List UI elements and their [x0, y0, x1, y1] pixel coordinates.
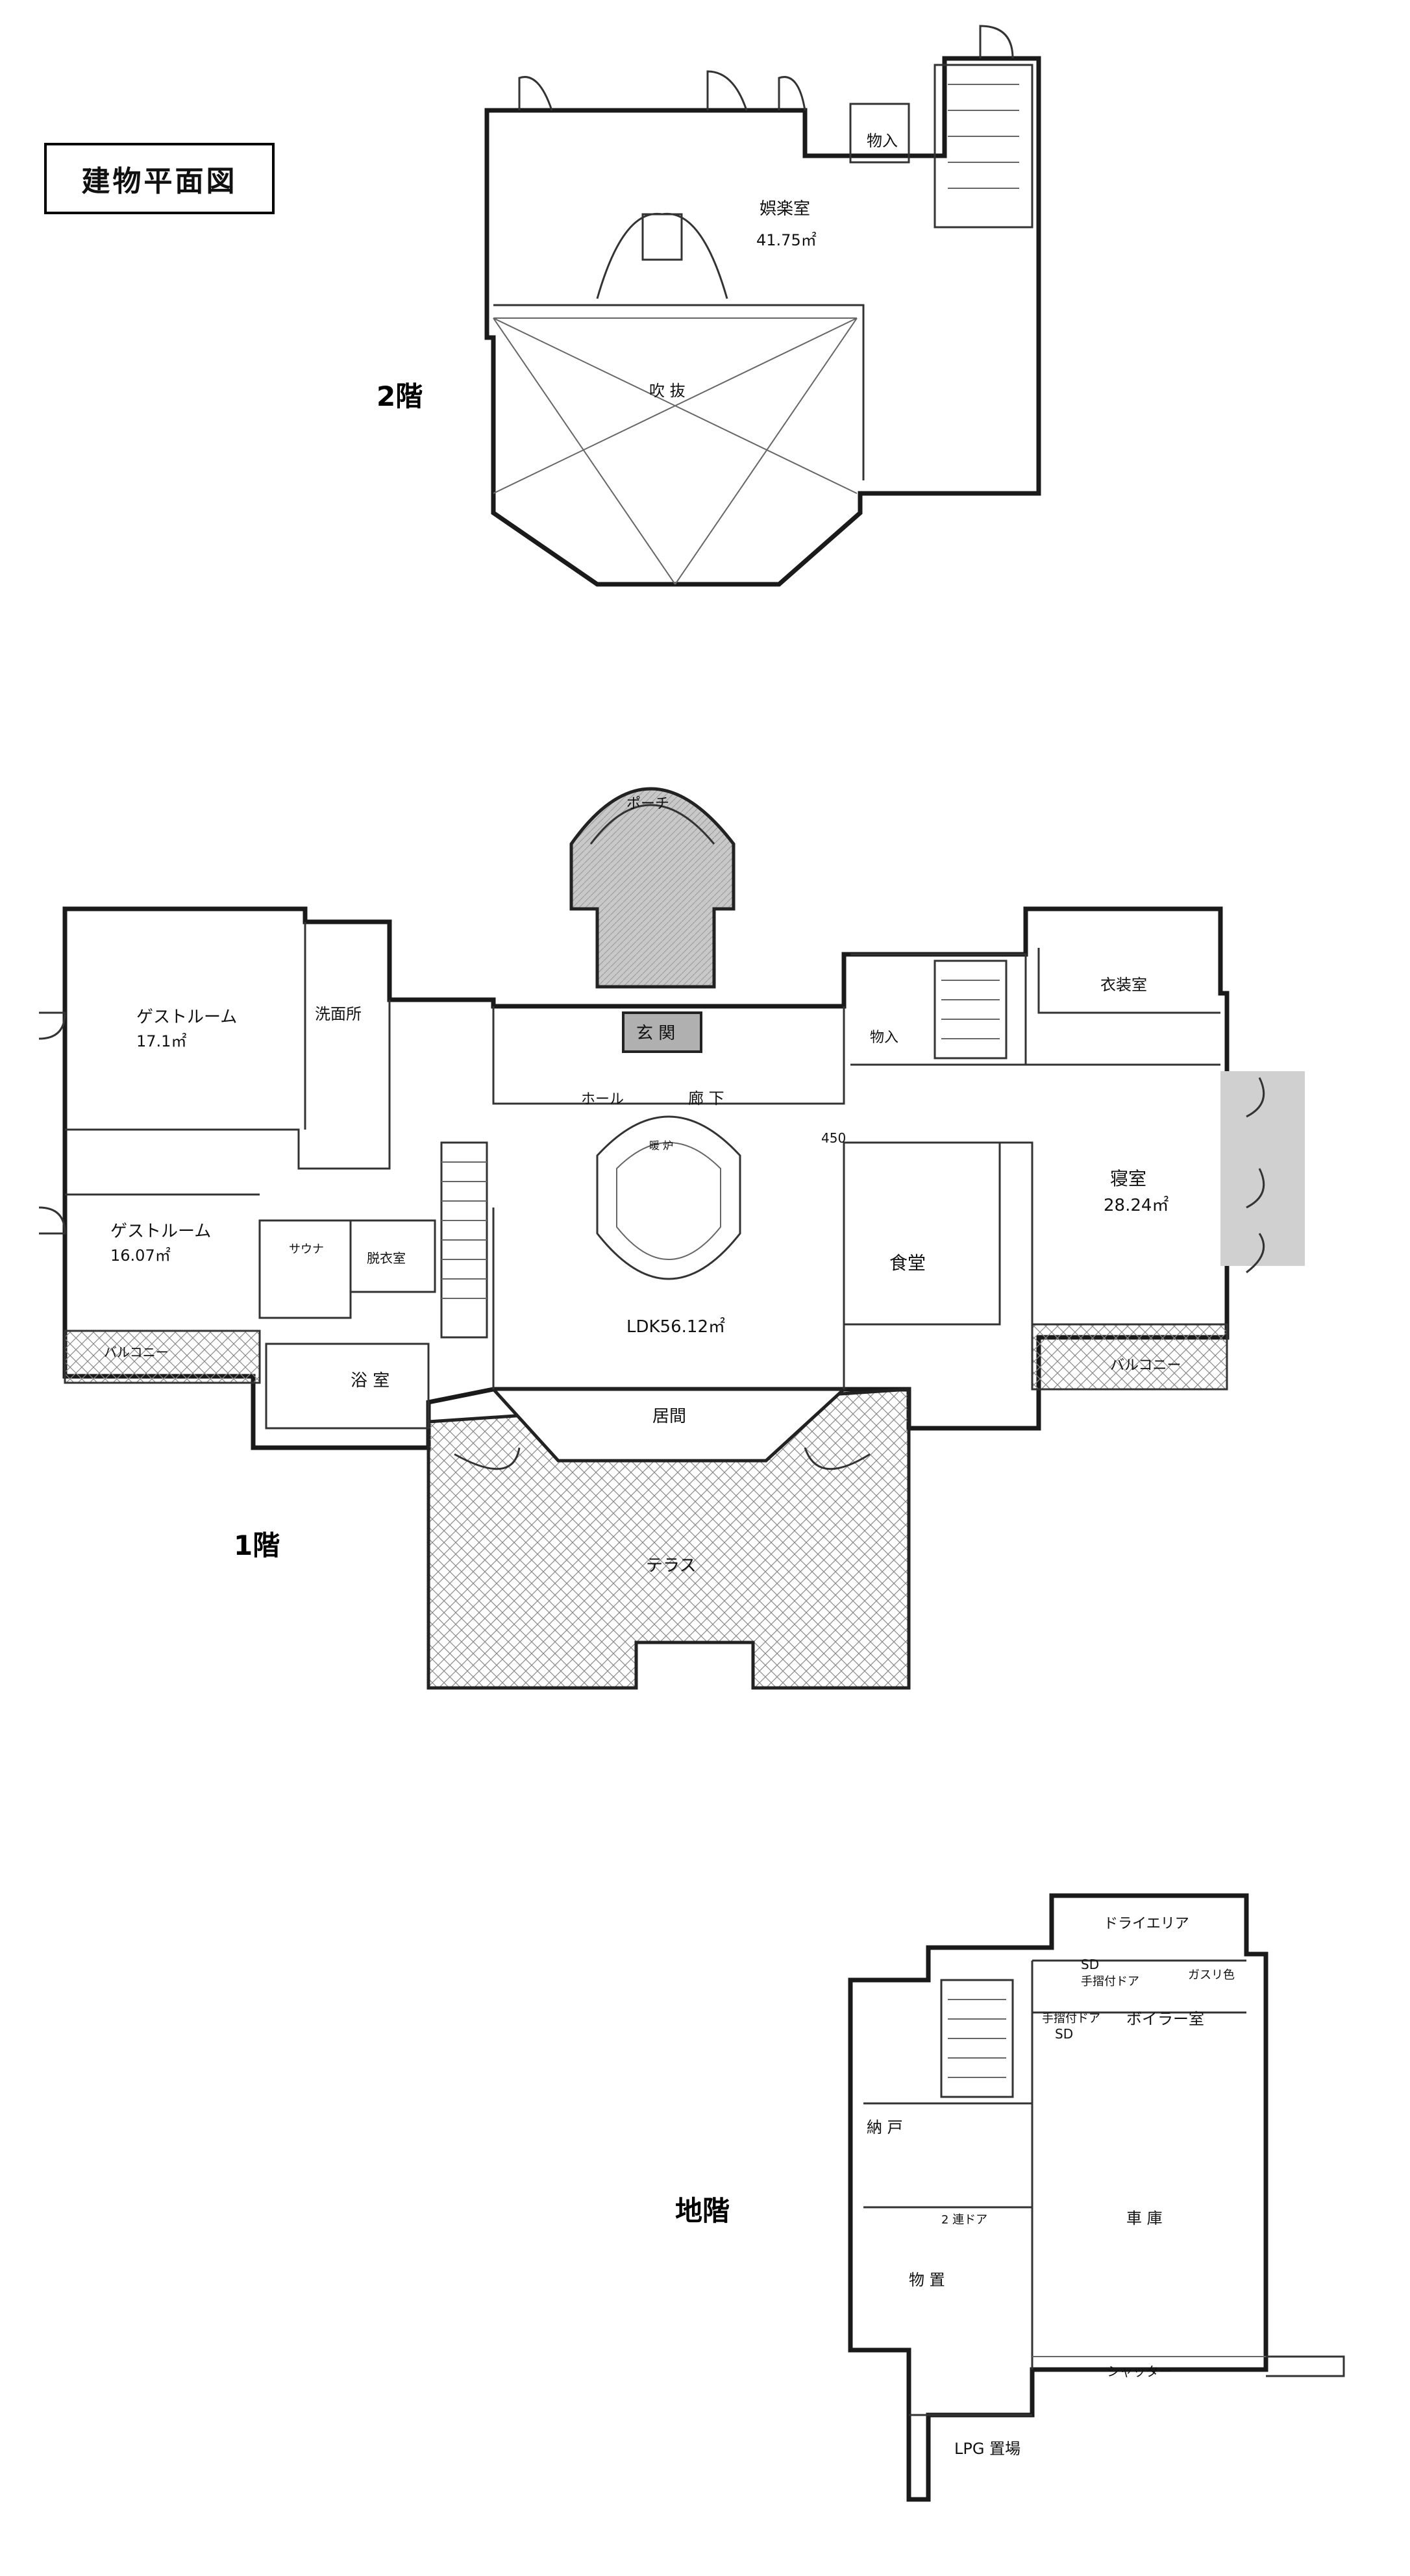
basement-floor-plan	[848, 1893, 1345, 2502]
2f-playroom-label: 娯楽室	[760, 199, 810, 219]
dining-label: 食堂	[889, 1252, 926, 1274]
dressing-room-label: 脱衣室	[367, 1250, 406, 1266]
door-note-1: 手摺付ドア	[1081, 1975, 1139, 1988]
washroom-label: 洗面所	[315, 1005, 362, 1023]
2f-void-label: 吹 抜	[649, 382, 686, 400]
corridor-label: 廊 下	[688, 1089, 724, 1108]
1f-storage-label: 物入	[870, 1030, 898, 1046]
plan-title: 建物平面図	[44, 143, 275, 214]
sd-label-2: SD	[1055, 2026, 1073, 2042]
first-floor-plan	[38, 787, 1305, 1690]
ldk-label: LDK56.12㎡	[626, 1317, 725, 1337]
balcony-left-label: バルコニー	[104, 1344, 169, 1360]
bathroom-label: 浴 室	[351, 1371, 390, 1391]
porch-label: ポーチ	[626, 796, 669, 812]
hall-label: ホール	[581, 1091, 624, 1108]
lpg-label: LPG 置場	[954, 2440, 1020, 2458]
door-note-2: 手摺付ドア	[1042, 2012, 1100, 2025]
gas-meter-label: ガスリ色	[1188, 1968, 1235, 1982]
dimension-450: 450	[821, 1130, 846, 1146]
sd-label-1: SD	[1081, 1957, 1099, 1972]
door-note-3: 2 連ドア	[941, 2213, 987, 2227]
b1-closet-label: 納 戸	[867, 2118, 903, 2136]
dry-area-label: ドライエリア	[1104, 1916, 1189, 1932]
closet-label: 衣装室	[1100, 976, 1147, 994]
living-label: 居間	[652, 1407, 686, 1426]
second-floor-plan	[484, 25, 1041, 587]
floor-label-b1: 地階	[675, 2195, 730, 2227]
bedroom-area: 28.24㎡	[1104, 1196, 1169, 1215]
2f-playroom-area: 41.75㎡	[756, 231, 817, 249]
bedroom-label: 寝室	[1110, 1168, 1146, 1189]
boiler-room-label: ボイラー室	[1126, 2010, 1204, 2028]
guest-room-1-area: 17.1㎡	[136, 1032, 186, 1050]
b1-storage-label: 物 置	[909, 2271, 945, 2289]
floor-label-1f: 1階	[234, 1530, 280, 1561]
floor-label-2f: 2階	[377, 380, 423, 412]
entrance-label: 玄 関	[636, 1024, 675, 1043]
shutter-label: シャッター	[1107, 2364, 1172, 2379]
fireplace-label: 暖 炉	[649, 1139, 673, 1152]
balcony-right-label: バルコニー	[1110, 1357, 1181, 1374]
2f-storage-label: 物入	[867, 132, 898, 150]
guest-room-2-area: 16.07㎡	[110, 1246, 171, 1265]
garage-label: 車 庫	[1126, 2209, 1163, 2227]
guest-room-1-label: ゲストルーム	[136, 1008, 237, 1027]
guest-room-2-label: ゲストルーム	[110, 1222, 211, 1241]
sauna-label: サウナ	[289, 1243, 324, 1256]
terrace-label: テラス	[646, 1556, 696, 1576]
